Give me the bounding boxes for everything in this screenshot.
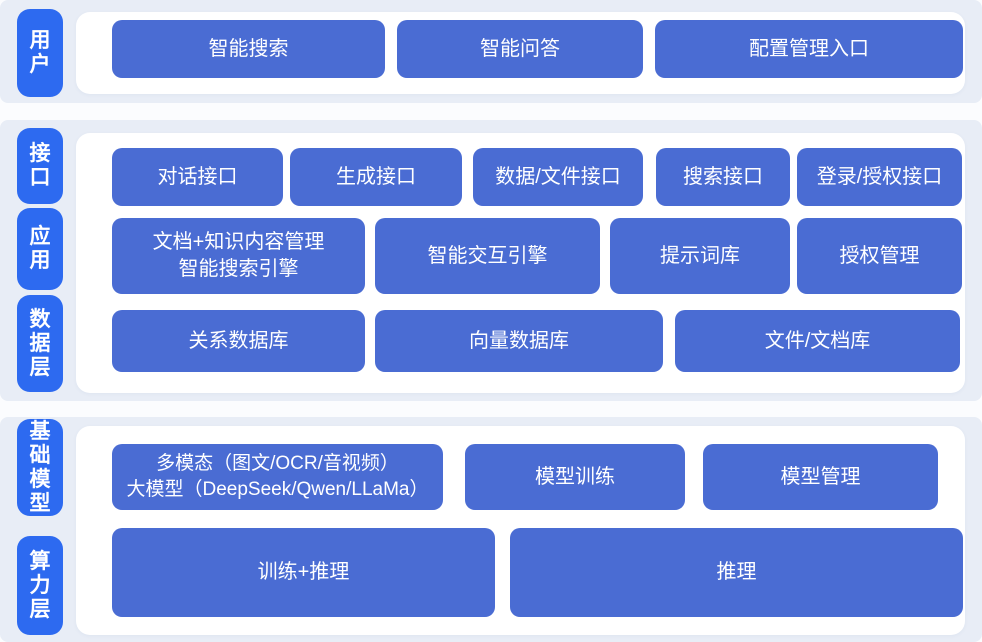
pill-data-layer-label: 数据层: [29, 307, 51, 379]
node-multimodal-llm-label: 多模态（图文/OCR/音视频） 大模型（DeepSeek/Qwen/LLaMa）: [126, 453, 429, 500]
node-file-doc-store: 文件/文档库: [675, 310, 960, 372]
pill-compute-layer: 算力层: [17, 536, 63, 635]
node-smart-qa-label: 智能问答: [480, 37, 560, 60]
node-login-auth-api: 登录/授权接口: [797, 148, 962, 206]
node-model-management: 模型管理: [703, 444, 938, 510]
node-smart-search-label: 智能搜索: [208, 37, 289, 60]
node-interactive-engine: 智能交互引擎: [375, 218, 600, 294]
node-dialogue-api-label: 对话接口: [157, 165, 238, 188]
node-data-file-api-label: 数据/文件接口: [495, 165, 621, 188]
node-login-auth-api-label: 登录/授权接口: [816, 165, 943, 188]
node-file-doc-store-label: 文件/文档库: [764, 329, 871, 352]
node-search-api: 搜索接口: [656, 148, 790, 206]
node-data-file-api: 数据/文件接口: [473, 148, 643, 206]
node-prompt-library-label: 提示词库: [660, 244, 740, 267]
node-multimodal-llm: 多模态（图文/OCR/音视频） 大模型（DeepSeek/Qwen/LLaMa）: [112, 444, 443, 510]
node-doc-knowledge-search-engine-label: 文档+知识内容管理 智能搜索引擎: [152, 231, 325, 280]
node-interactive-engine-label: 智能交互引擎: [427, 244, 548, 267]
node-relational-db-label: 关系数据库: [188, 329, 289, 352]
node-model-management-label: 模型管理: [780, 465, 861, 488]
node-generation-api-label: 生成接口: [336, 165, 416, 188]
pill-data-layer: 数据层: [17, 295, 63, 392]
pill-application: 应用: [17, 208, 63, 290]
node-vector-db-label: 向量数据库: [469, 329, 569, 352]
pill-user: 用户: [17, 9, 63, 97]
node-inference: 推理: [510, 528, 963, 617]
pill-foundation-model-label: 基础模型: [29, 419, 51, 515]
node-search-api-label: 搜索接口: [683, 165, 763, 188]
node-generation-api: 生成接口: [290, 148, 462, 206]
node-auth-management: 授权管理: [797, 218, 962, 294]
node-relational-db: 关系数据库: [112, 310, 365, 372]
node-vector-db: 向量数据库: [375, 310, 663, 372]
node-smart-qa: 智能问答: [397, 20, 643, 78]
node-dialogue-api: 对话接口: [112, 148, 283, 206]
pill-compute-layer-label: 算力层: [29, 549, 51, 621]
pill-interface: 接口: [17, 128, 63, 204]
node-doc-knowledge-search-engine: 文档+知识内容管理 智能搜索引擎: [112, 218, 365, 294]
pill-user-label: 用户: [29, 29, 51, 76]
node-model-training: 模型训练: [465, 444, 685, 510]
node-config-management-entry-label: 配置管理入口: [749, 37, 869, 60]
node-smart-search: 智能搜索: [112, 20, 385, 78]
pill-foundation-model: 基础模型: [17, 419, 63, 516]
node-config-management-entry: 配置管理入口: [655, 20, 963, 78]
node-inference-label: 推理: [716, 561, 757, 583]
node-training-inference-label: 训练+推理: [257, 561, 350, 583]
pill-interface-label: 接口: [29, 142, 51, 189]
node-auth-management-label: 授权管理: [839, 244, 920, 267]
node-prompt-library: 提示词库: [610, 218, 790, 294]
node-model-training-label: 模型训练: [535, 465, 615, 488]
node-training-inference: 训练+推理: [112, 528, 495, 617]
pill-application-label: 应用: [29, 225, 51, 272]
